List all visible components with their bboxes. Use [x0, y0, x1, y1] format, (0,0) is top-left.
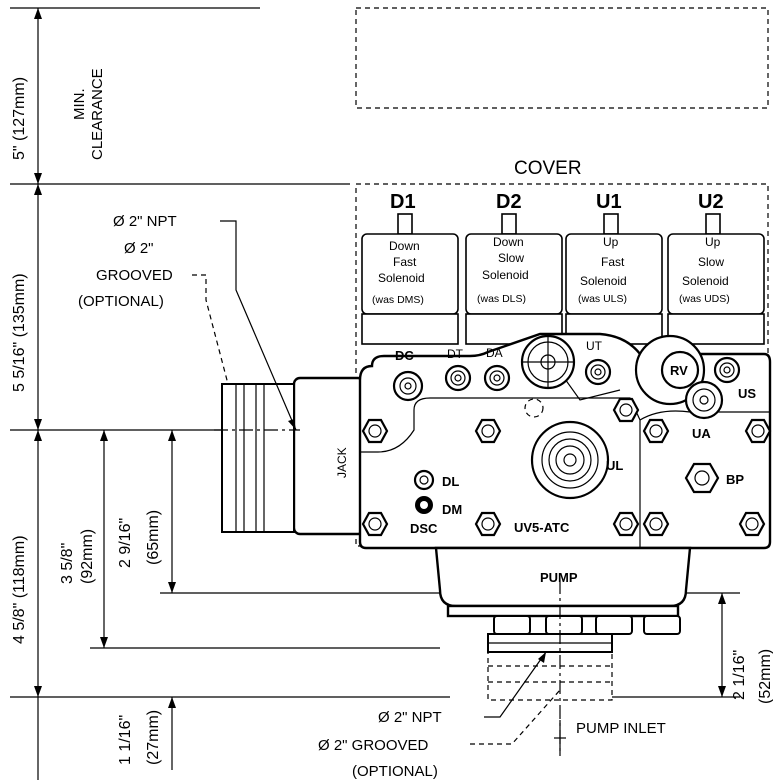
pump-assembly — [434, 546, 692, 752]
port-rv — [634, 334, 706, 406]
pump-callout-npt: Ø 2" NPT — [378, 709, 442, 726]
jack-center-dimension-line2: (92mm) — [79, 529, 96, 584]
port-rv-label: RV — [670, 363, 688, 378]
svg-text:U1: U1 — [596, 191, 622, 213]
pump-inlet-label: PUMP INLET — [576, 720, 666, 737]
inlet-dimension-line1: 1 1/16" — [117, 715, 134, 765]
inner-dimension-line1: 2 9/16" — [117, 518, 134, 568]
svg-text:D2: D2 — [496, 191, 522, 213]
port-da — [483, 364, 511, 392]
model-label: UV5-ATC — [514, 520, 570, 535]
port-bp-label: BP — [726, 472, 744, 487]
port-dm — [415, 496, 433, 514]
port-dc-label: DC — [395, 348, 414, 363]
svg-text:Fast: Fast — [393, 255, 417, 269]
port-dt-label: DT — [447, 347, 464, 361]
svg-text:Slow: Slow — [698, 255, 724, 269]
solenoid-d2: D2 Down Slow Solenoid (was DLS) — [465, 191, 563, 345]
port-ut — [584, 358, 612, 386]
jack-port-fitting — [214, 376, 366, 536]
pump-label: PUMP — [540, 570, 578, 585]
min-clearance-label-line2: CLEARANCE — [89, 68, 106, 160]
svg-text:Solenoid: Solenoid — [378, 271, 425, 285]
inlet-dimension-line2: (27mm) — [145, 710, 162, 765]
port-bp — [684, 462, 720, 494]
svg-text:(was ULS): (was ULS) — [578, 293, 627, 305]
clearance-zone — [355, 7, 769, 109]
port-us-label: US — [738, 386, 756, 401]
central-plug — [520, 334, 576, 418]
svg-text:Fast: Fast — [601, 255, 625, 269]
svg-text:Slow: Slow — [498, 251, 524, 265]
svg-text:Down: Down — [389, 239, 420, 253]
port-dsc-label: DSC — [410, 521, 438, 536]
port-ul — [530, 420, 610, 500]
port-dl — [413, 469, 435, 491]
jack-center-dimension-line1: 3 5/8" — [59, 543, 76, 584]
port-us — [713, 356, 741, 384]
inner-dimension-line2: (65mm) — [145, 510, 162, 565]
jack-callout-optional: (OPTIONAL) — [78, 293, 164, 310]
hex-bolts — [361, 397, 772, 537]
cover-label: COVER — [514, 158, 582, 179]
svg-text:Down: Down — [493, 235, 524, 249]
dimension-lines — [10, 7, 740, 780]
jack-callout-npt: Ø 2" NPT — [113, 213, 177, 230]
lower-height-dimension: 4 5/8" (118mm) — [11, 535, 28, 644]
jack-callout-diameter: Ø 2" — [124, 240, 154, 257]
port-ua-label: UA — [692, 426, 711, 441]
svg-text:(was DMS): (was DMS) — [372, 294, 424, 306]
svg-text:Solenoid: Solenoid — [482, 268, 529, 282]
svg-text:U2: U2 — [698, 191, 724, 213]
port-ua — [684, 380, 724, 420]
min-clearance-dimension: 5" (127mm) — [11, 77, 28, 160]
svg-text:Solenoid: Solenoid — [682, 274, 729, 288]
pump-callout-grooved: Ø 2" GROOVED — [318, 737, 429, 754]
body-height-dimension: 5 5/16" (135mm) — [11, 273, 28, 392]
min-clearance-label-line1: MIN. — [71, 88, 88, 120]
pump-dimension-line1: 2 1/16" — [731, 650, 748, 700]
port-dl-label: DL — [442, 474, 459, 489]
svg-text:Up: Up — [705, 235, 721, 249]
port-ul-label: UL — [606, 458, 623, 473]
port-dm-label: DM — [442, 502, 462, 517]
svg-text:(was UDS): (was UDS) — [679, 293, 730, 305]
port-ut-label: UT — [586, 339, 603, 353]
pump-inlet-symbol — [554, 720, 566, 756]
port-dt — [444, 364, 472, 392]
svg-text:D1: D1 — [390, 191, 416, 213]
svg-text:(was DLS): (was DLS) — [477, 293, 526, 305]
jack-callout-grooved: GROOVED — [96, 267, 173, 284]
svg-text:Up: Up — [603, 235, 619, 249]
pump-callout-optional: (OPTIONAL) — [352, 763, 438, 780]
svg-text:Solenoid: Solenoid — [580, 274, 627, 288]
pump-dimension-line2: (52mm) — [757, 649, 773, 704]
solenoid-d1: D1 Down Fast Solenoid (was DMS) — [361, 191, 459, 345]
port-dc — [392, 370, 424, 402]
solenoid-u2: U2 Up Slow Solenoid (was UDS) — [667, 191, 765, 345]
jack-label: JACK — [335, 447, 349, 478]
port-da-label: DA — [486, 346, 503, 360]
solenoid-u1: U1 Up Fast Solenoid (was ULS) — [565, 191, 663, 345]
